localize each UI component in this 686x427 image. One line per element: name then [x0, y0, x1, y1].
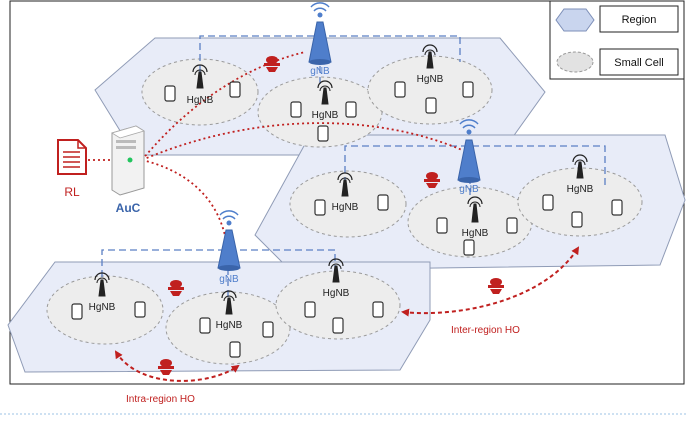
phone-icon — [377, 194, 389, 211]
hgnb-antenna-icon — [192, 64, 208, 89]
phone-icon — [134, 301, 146, 318]
hgnb-antenna-icon — [317, 80, 333, 105]
hgnb-antenna-icon — [572, 154, 588, 179]
hgnb-label: HgNB — [323, 288, 350, 299]
legend-region-swatch — [555, 8, 595, 32]
auc-links — [88, 51, 463, 269]
hgnb-label: HgNB — [462, 228, 489, 239]
gnb-tower-icon — [308, 2, 332, 65]
gnb-tower-icon — [217, 210, 241, 271]
phone-icon — [436, 217, 448, 234]
phone-icon — [290, 101, 302, 118]
attacker-icon — [168, 280, 184, 296]
phone-icon — [199, 317, 211, 334]
hgnb-label: HgNB — [187, 95, 214, 106]
rl-document-icon — [57, 139, 87, 175]
attacker-icon — [264, 56, 280, 72]
legend-small-cell-label: Small Cell — [614, 57, 664, 69]
gnb-label: gNB — [459, 184, 479, 195]
gnb-label: gNB — [310, 66, 330, 77]
phone-icon — [345, 101, 357, 118]
hgnb-antenna-icon — [467, 196, 483, 223]
hgnb-antennas — [94, 44, 588, 315]
auc-server-icon — [111, 125, 145, 196]
hgnb-antenna-icon — [422, 44, 438, 69]
phone-icon — [462, 81, 474, 98]
legend: Region Small Cell — [549, 0, 685, 80]
intra-region-ho-label: Intra-region HO — [126, 394, 195, 405]
inter-region-ho-label: Inter-region HO — [451, 325, 520, 336]
phone-icon — [425, 97, 437, 114]
diagram-border — [9, 0, 685, 385]
phone-icon — [332, 317, 344, 334]
phone-icon — [542, 194, 554, 211]
phone-icon — [262, 321, 274, 338]
phone-icon — [71, 303, 83, 320]
hgnb-antenna-icon — [328, 258, 344, 283]
hgnb-label: HgNB — [312, 110, 339, 121]
legend-small-cell-swatch — [556, 51, 594, 73]
hgnb-antenna-icon — [221, 290, 237, 315]
user-devices — [71, 81, 623, 358]
gnb-tower-icon — [457, 119, 481, 183]
phone-icon — [314, 199, 326, 216]
phone-icon — [571, 211, 583, 228]
phone-icon — [164, 85, 176, 102]
hgnb-label: HgNB — [216, 320, 243, 331]
intra-region-ho-arrow — [114, 350, 240, 382]
small-cell — [289, 170, 407, 238]
hgnb-antenna-icon — [337, 172, 353, 197]
phone-icon — [229, 341, 241, 358]
phone-icon — [372, 301, 384, 318]
hgnb-label: HgNB — [417, 74, 444, 85]
attacker-icon — [424, 172, 440, 188]
attacker-icon — [488, 278, 504, 294]
phone-icon — [304, 301, 316, 318]
phone-icon — [611, 199, 623, 216]
phone-icon — [394, 81, 406, 98]
hgnb-antenna-icon — [94, 272, 110, 297]
auc-label: AuC — [116, 201, 141, 215]
hgnb-label: HgNB — [89, 302, 116, 313]
hgnb-label: HgNB — [332, 202, 359, 213]
phone-icon — [317, 125, 329, 142]
gnb-label: gNB — [219, 274, 239, 285]
phone-icon — [506, 217, 518, 234]
inter-region-ho-arrow — [401, 246, 580, 317]
phone-icon — [229, 81, 241, 98]
phone-icon — [463, 239, 475, 256]
hgnb-label: HgNB — [567, 184, 594, 195]
legend-region-label: Region — [622, 14, 657, 26]
rl-label: RL — [64, 185, 80, 199]
small-cell — [46, 275, 164, 345]
